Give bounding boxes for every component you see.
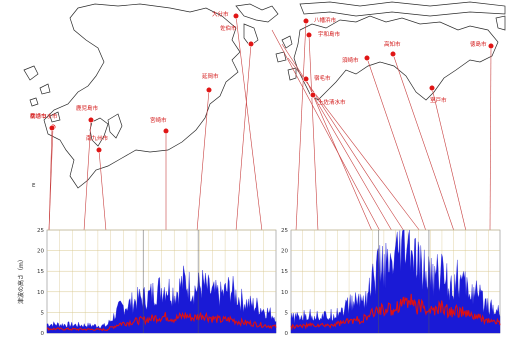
y-tick-label: 0 (285, 331, 289, 337)
y-axis-label: 津波の高さ（m） (17, 256, 25, 304)
y-tick-label: 5 (41, 310, 45, 316)
city-marker (309, 91, 317, 99)
city-marker (95, 146, 103, 154)
y-tick-label: 15 (37, 269, 44, 275)
city-marker (247, 40, 255, 48)
city-marker (232, 12, 240, 20)
map-scale-mark: E (32, 183, 36, 189)
leader-line (281, 43, 405, 232)
coast-segment (107, 113, 123, 139)
max-height-band (290, 229, 501, 334)
coast-segment (29, 97, 39, 107)
city-label: 室戸市 (430, 96, 447, 104)
coastline-map (23, 1, 506, 189)
coast-segment (49, 111, 61, 123)
leader-line (489, 45, 492, 232)
leader-line (83, 119, 92, 232)
median-height-line (46, 311, 277, 332)
city-marker (487, 42, 495, 50)
y-tick-label: 10 (281, 290, 288, 296)
city-label: 大分市 (212, 10, 229, 18)
city-label: 土佐清水市 (318, 98, 346, 106)
city-marker (48, 124, 56, 132)
y-tick-label: 5 (285, 310, 289, 316)
coast-segment (293, 15, 499, 101)
max-height-band (46, 265, 277, 334)
city-marker (87, 116, 95, 124)
coast-segment (275, 51, 287, 63)
city-marker (205, 86, 213, 94)
leader-line (271, 29, 381, 232)
leader-lines (48, 15, 492, 232)
city-label: 宮崎市 (150, 116, 167, 124)
leader-line (392, 53, 455, 232)
y-tick-label: 10 (37, 290, 44, 296)
city-label: 南九州市 (86, 134, 109, 142)
median-height-line (290, 293, 501, 331)
city-marker (389, 50, 397, 58)
coast-segment (23, 65, 39, 81)
coast-segment (287, 67, 297, 81)
coast-segment (299, 1, 506, 17)
city-marker (302, 17, 310, 25)
city-label: 宇和島市 (318, 30, 341, 38)
tsunami-chart-kyushu: 0 5 10 15 20 25 (37, 228, 277, 337)
coast-segment (235, 3, 279, 23)
city-label: 宿毛市 (314, 74, 331, 82)
y-tick-label: 25 (37, 228, 44, 234)
y-tick-label: 15 (281, 269, 288, 275)
leader-line (235, 15, 263, 232)
leader-line (295, 20, 307, 232)
city-label: 須崎市 (342, 56, 359, 64)
y-tick-label: 25 (281, 228, 288, 234)
city-label: 延岡市 (202, 72, 219, 80)
y-tick-label: 20 (37, 249, 44, 255)
city-marker (363, 54, 371, 62)
city-marker (162, 127, 170, 135)
leader-line (308, 34, 319, 232)
leader-line (48, 127, 53, 232)
coast-segment (281, 35, 293, 49)
leader-line (366, 57, 427, 232)
leader-line (431, 87, 467, 232)
city-marker (428, 84, 436, 92)
coast-segment (495, 15, 506, 31)
coast-segment (39, 83, 51, 95)
y-tick-label: 0 (41, 331, 45, 337)
leader-line (235, 43, 252, 232)
city-label: 徳島市 (470, 40, 487, 48)
city-marker (305, 31, 313, 39)
city-label: 佐伯市 (220, 24, 237, 32)
y-tick-label: 20 (281, 249, 288, 255)
tsunami-chart-shikoku: 0 5 10 15 20 25 (281, 228, 501, 337)
city-label: 南さつま市 (30, 112, 58, 120)
city-label: 高知市 (384, 40, 401, 48)
city-label: 鹿児島市 (76, 104, 99, 112)
city-label: 枕崎市 (30, 112, 47, 120)
leader-line (196, 89, 210, 232)
coast-segment (43, 3, 241, 189)
leader-line (287, 57, 421, 232)
city-label: 八幡浜市 (314, 16, 337, 24)
leader-line (312, 94, 393, 232)
city-marker (302, 75, 310, 83)
leader-line (98, 149, 107, 232)
coast-segment (243, 23, 259, 47)
